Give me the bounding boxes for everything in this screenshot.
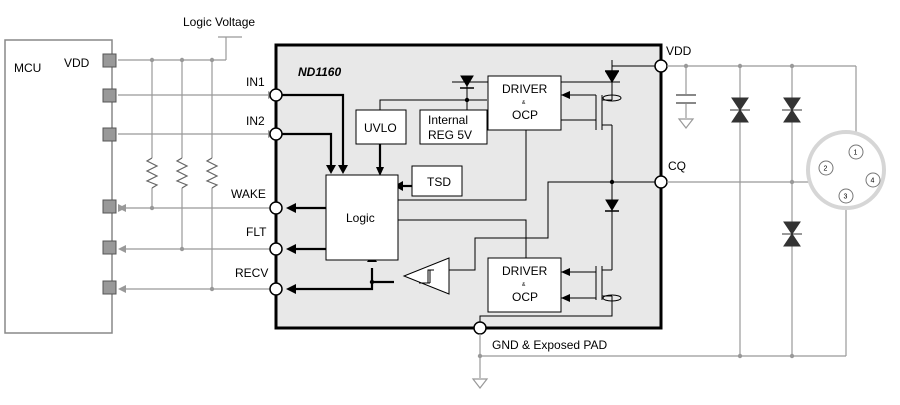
reg-diode xyxy=(460,75,474,87)
chip-name: ND1160 xyxy=(298,65,341,79)
mcu-box xyxy=(4,39,113,334)
chip-ground-icon xyxy=(471,378,489,389)
pin-label-flt: FLT xyxy=(246,225,267,239)
pin-vdd xyxy=(654,59,668,73)
pin-gnd xyxy=(473,321,487,335)
driver1-amp: & xyxy=(522,100,526,106)
junction-dots xyxy=(369,97,615,285)
connector-pin-1 xyxy=(848,144,864,160)
pin-label-vdd: VDD xyxy=(666,44,692,58)
pin-recv xyxy=(269,282,283,296)
logic-voltage-label: Logic Voltage xyxy=(183,15,255,29)
pin-label-recv: RECV xyxy=(235,266,268,280)
internal-reg-line2: REG 5V xyxy=(428,128,472,142)
internal-reg-line1: Internal xyxy=(428,113,468,127)
pin-in2 xyxy=(269,127,283,141)
connector-pin-2 xyxy=(818,160,834,176)
driver2-line1: DRIVER xyxy=(502,264,548,278)
driver1-line2: OCP xyxy=(512,108,538,122)
mcu-label: MCU xyxy=(14,61,41,75)
external-wires xyxy=(479,65,866,378)
connector-pin-1-label: 1 xyxy=(854,150,858,157)
connector-pin-3-label: 3 xyxy=(844,194,848,201)
mcu-pads xyxy=(102,53,117,295)
tvs-diode-2 xyxy=(782,97,802,123)
pin-label-wake: WAKE xyxy=(231,187,266,201)
driver2-block xyxy=(487,257,562,313)
vdd-diode xyxy=(605,71,619,83)
tvs-diode-3 xyxy=(782,221,802,247)
mcu-pad-wake xyxy=(102,199,117,214)
mcu-pad-recv xyxy=(102,280,117,295)
driver1-block xyxy=(487,75,562,131)
pin-wake xyxy=(269,201,283,215)
cq-diode xyxy=(605,199,619,211)
mcu-pad-in2 xyxy=(102,127,117,142)
connector-outer-ring xyxy=(806,130,886,210)
connector: 1 2 3 4 xyxy=(806,130,886,210)
uvlo-block xyxy=(355,109,407,145)
logic-label: Logic xyxy=(346,211,375,225)
internal-reg-block xyxy=(419,109,488,145)
external-dots xyxy=(477,63,795,359)
body-diodes xyxy=(602,94,622,302)
mcu-pad-vdd xyxy=(102,53,117,68)
pin-flt xyxy=(269,242,283,256)
tsd-label: TSD xyxy=(427,175,451,189)
tvs-diode-1 xyxy=(730,97,750,123)
logic-block xyxy=(325,174,399,261)
mcu-vdd-label: VDD xyxy=(64,56,90,70)
resistor-wake xyxy=(145,157,159,189)
tvs-diodes xyxy=(730,97,802,247)
hysteresis-icon xyxy=(419,269,434,284)
tsd-block xyxy=(411,165,463,197)
vdd-capacitor xyxy=(676,94,696,104)
mcu-pad-flt xyxy=(102,240,117,255)
uvlo-label: UVLO xyxy=(364,121,397,135)
resistor-recv xyxy=(205,157,219,189)
resistor-flt xyxy=(175,157,189,189)
driver1-line1: DRIVER xyxy=(502,82,548,96)
pin-label-in2: IN2 xyxy=(246,114,265,128)
connector-pin-2-label: 2 xyxy=(824,166,828,173)
connector-pin-4-label: 4 xyxy=(871,178,875,185)
chip-pins xyxy=(269,59,668,335)
pin-in1 xyxy=(269,88,283,102)
pin-label-cq: CQ xyxy=(668,159,686,173)
pin-label-gnd: GND & Exposed PAD xyxy=(492,338,607,352)
comparator-triangle xyxy=(402,257,450,295)
mcu-pad-in1 xyxy=(102,88,117,103)
connector-pin-3 xyxy=(838,188,854,204)
connector-pin-4 xyxy=(865,172,881,188)
mcu-chip-wires xyxy=(118,94,272,290)
internal-diodes xyxy=(460,70,619,212)
driver2-amp: & xyxy=(522,282,526,288)
pin-cq xyxy=(654,175,668,189)
resistor-zigzags xyxy=(145,157,219,189)
pin-label-in1: IN1 xyxy=(246,75,265,89)
driver2-line2: OCP xyxy=(512,290,538,304)
capacitor-ground-icon xyxy=(677,118,695,129)
